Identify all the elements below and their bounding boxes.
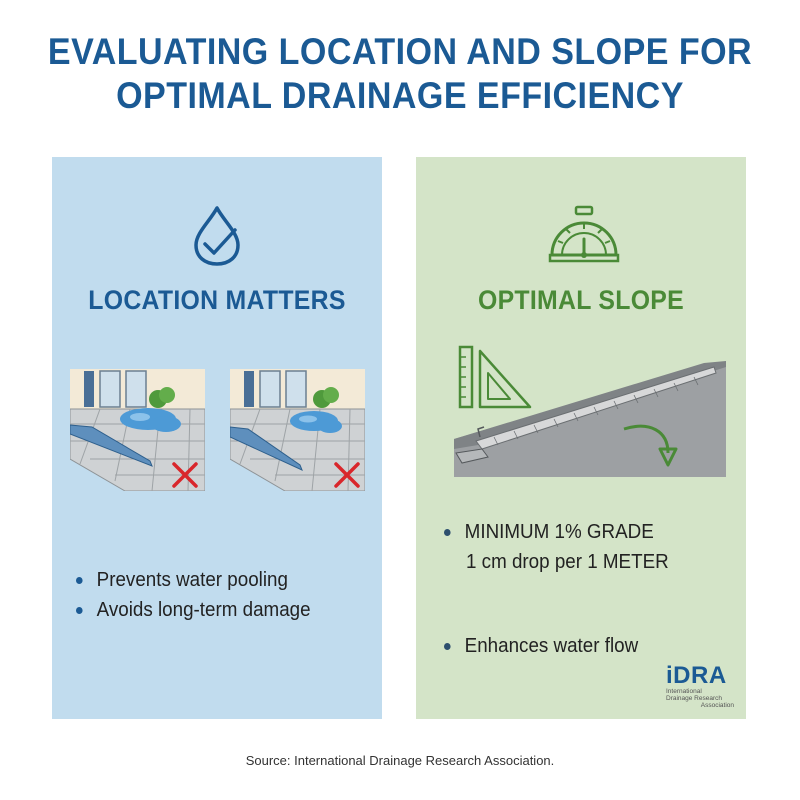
list-item: Prevents water pooling [76,565,311,595]
grade-detail: 1 cm drop per 1 METER [466,551,669,573]
slope-heading: OPTIMAL SLOPE [477,285,684,315]
list-item: MINIMUM 1% GRADE [444,517,654,547]
slope-bullets-grade: MINIMUM 1% GRADE [444,517,667,547]
list-item: Enhances water flow [444,631,638,661]
slope-bullets-flow: Enhances water flow [444,631,651,661]
source-caption: Source: International Drainage Research … [245,753,555,768]
location-heading: LOCATION MATTERS [88,285,346,315]
idra-logo: iDRA International Drainage Research Ass… [666,662,734,710]
slope-channel-illustration [454,361,726,477]
pooling-illustration-1 [70,369,205,491]
title-line-2: OPTIMAL DRAINAGE EFFICIENCY [116,75,684,116]
pooling-illustration-2 [230,369,365,491]
logo-sub-3: Association [700,702,734,709]
list-item: Avoids long-term damage [76,595,311,625]
page-title: EVALUATING LOCATION AND SLOPE FOR OPTIMA… [32,30,768,118]
water-drop-check-icon [194,206,240,266]
slope-gauge-icon [548,205,620,263]
slope-panel: OPTIMAL SLOPE MINIMUM 1% GRADE 1 cm drop [416,157,746,719]
logo-sub-1: International [666,688,702,695]
location-bullets: Prevents water pooling Avoids long-term … [76,565,326,625]
logo-sub-2: Drainage Research [666,695,723,702]
title-line-1: EVALUATING LOCATION AND SLOPE FOR [47,31,753,72]
logo-main: iDRA [666,662,727,689]
cross-mark-icon [334,462,360,488]
location-panel: LOCATION MATTERS [52,157,382,719]
ruler-triangle-icon [458,345,532,409]
cross-mark-icon [172,462,198,488]
